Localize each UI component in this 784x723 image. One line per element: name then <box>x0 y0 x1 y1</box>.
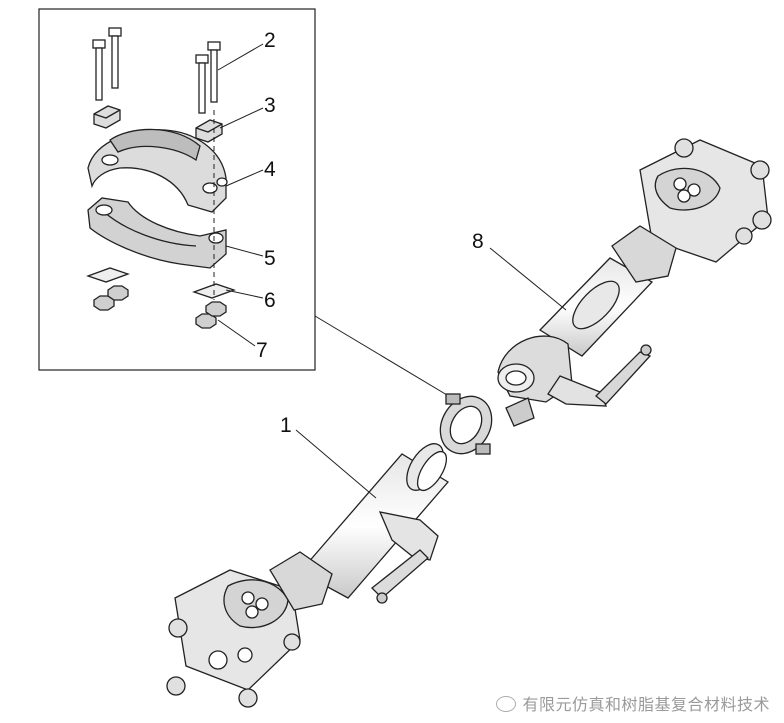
callout-3: 3 <box>264 94 276 117</box>
bolt-set-left <box>92 27 122 101</box>
callout-4: 4 <box>264 158 276 181</box>
nut-set <box>93 285 227 329</box>
center-coupling-clamp <box>439 393 493 455</box>
inset-leaders <box>217 43 264 347</box>
callout-5: 5 <box>264 247 276 270</box>
callout-7: 7 <box>256 339 268 362</box>
detail-inset <box>38 8 316 371</box>
tube-1 <box>298 453 449 599</box>
inset-frame <box>38 8 316 371</box>
callout-6: 6 <box>264 289 276 312</box>
callout-8: 8 <box>472 230 484 253</box>
shaft-assembly-1 <box>166 443 449 708</box>
leader-8 <box>489 247 567 311</box>
lower-bearing-cap <box>87 197 227 269</box>
leader-1 <box>295 429 377 499</box>
callout-2: 2 <box>264 29 276 52</box>
wechat-logo-icon <box>496 696 517 712</box>
callout-1: 1 <box>280 414 292 437</box>
watermark: 有限元仿真和树脂基复合材料技术 <box>496 691 770 715</box>
bolt-set-right <box>195 41 221 114</box>
inset-to-clamp-leader <box>314 315 453 399</box>
upper-bearing-cap <box>87 128 228 213</box>
shaft-assembly-8 <box>497 138 772 427</box>
clamp-right <box>195 119 223 143</box>
watermark-text: 有限元仿真和树脂基复合材料技术 <box>522 695 770 714</box>
clamp-left <box>93 105 121 129</box>
